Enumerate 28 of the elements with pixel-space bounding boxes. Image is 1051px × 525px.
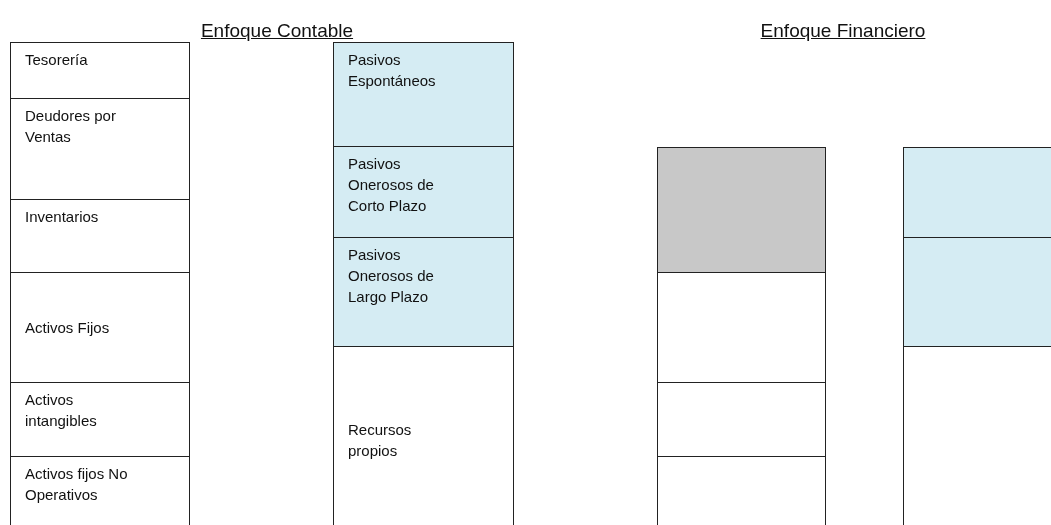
block-label: Pasivos Espontáneos: [348, 50, 437, 91]
empty-block: [903, 238, 1051, 347]
empty-block: [657, 273, 826, 383]
block-label: Pasivos Onerosos de Corto Plazo: [348, 154, 435, 216]
block-label: Pasivos Onerosos de Largo Plazo: [348, 245, 435, 307]
block-label: Tesorería: [25, 50, 88, 70]
block-label: Recursos propios: [348, 419, 413, 461]
section-heading: Enfoque Contable: [200, 20, 354, 42]
balance-block: [10, 42, 190, 99]
balance-block: [333, 42, 514, 147]
balance-block: [10, 273, 190, 383]
balance-block: [10, 383, 190, 457]
balance-block: [333, 347, 514, 525]
empty-block: [657, 457, 826, 525]
section-heading: Enfoque Financiero: [760, 20, 926, 42]
empty-block: [657, 147, 826, 273]
balance-block: [333, 238, 514, 347]
balance-block: [333, 147, 514, 238]
empty-block: [903, 147, 1051, 238]
block-label: Activos Fijos: [25, 318, 110, 338]
block-label: Activos fijos No Operativos: [25, 464, 129, 505]
balance-block: [10, 200, 190, 273]
block-label: Activos intangibles: [25, 390, 98, 431]
block-label: Inventarios: [25, 207, 99, 227]
balance-block: [10, 457, 190, 525]
block-label: Deudores por Ventas: [25, 106, 117, 147]
empty-block: [657, 383, 826, 457]
balance-block: [10, 99, 190, 200]
